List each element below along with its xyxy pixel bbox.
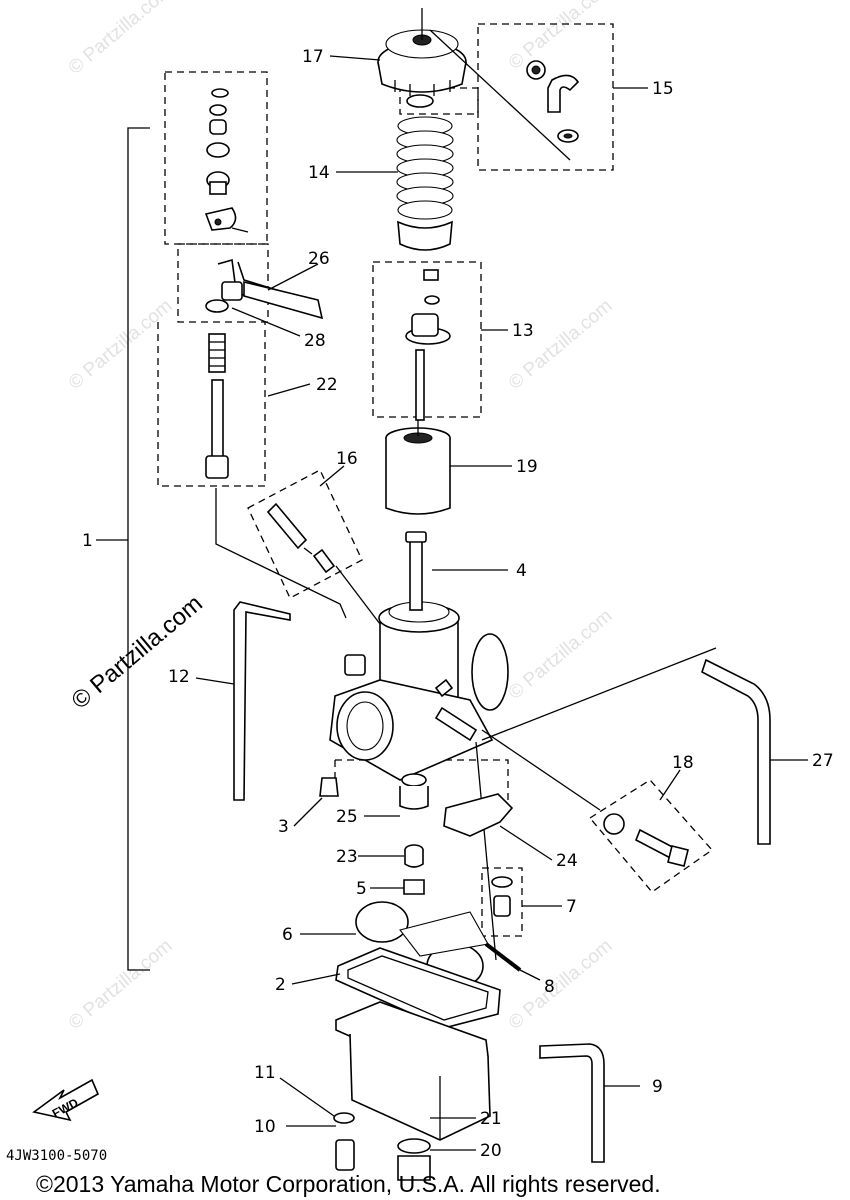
watermark: © Partzilla.com — [505, 935, 617, 1033]
group-box-7 — [481, 867, 523, 937]
callout-26: 26 — [308, 249, 330, 269]
vent-hose-left — [233, 601, 291, 801]
choke-lever — [205, 258, 324, 320]
callout-8: 8 — [544, 977, 555, 997]
forward-arrow-icon: FWD — [32, 1078, 100, 1122]
watermark: © Partzilla.com — [65, 295, 177, 393]
choke-plunger — [205, 333, 229, 479]
callout-24: 24 — [556, 851, 578, 871]
callout-13: 13 — [512, 321, 534, 341]
callout-9: 9 — [652, 1077, 663, 1097]
choke-plunger-parts — [204, 88, 249, 233]
watermark: © Partzilla.com — [505, 0, 617, 74]
copyright-notice: ©2013 Yamaha Motor Corporation, U.S.A. A… — [36, 1171, 661, 1197]
pilot-jet — [491, 876, 513, 917]
callout-22: 22 — [316, 375, 338, 395]
callout-14: 14 — [308, 163, 330, 183]
callout-10: 10 — [254, 1117, 276, 1137]
callout-5: 5 — [356, 879, 367, 899]
float-chamber-gasket — [335, 947, 501, 1029]
overflow-hose — [539, 1043, 605, 1163]
throttle-spring — [396, 116, 454, 251]
callout-25: 25 — [336, 807, 358, 827]
callout-1: 1 — [82, 531, 93, 551]
o-ring — [333, 1112, 355, 1124]
callout-3: 3 — [278, 817, 289, 837]
watermark: © Partzilla.com — [65, 935, 177, 1033]
plate — [443, 793, 514, 837]
throttle-valve — [385, 420, 451, 515]
gasket-small — [397, 1138, 431, 1154]
group-box-13 — [372, 261, 482, 418]
callout-20: 20 — [480, 1141, 502, 1161]
needle-assembly — [405, 269, 451, 421]
callout-11: 11 — [254, 1063, 276, 1083]
float-pin — [484, 942, 522, 972]
watermark: © Partzilla.com — [505, 295, 617, 393]
carburetor-cap — [377, 8, 467, 96]
group-box-15 — [477, 23, 614, 171]
needle-valve-seat — [399, 773, 429, 810]
callout-19: 19 — [516, 457, 538, 477]
carburetor-body — [329, 531, 509, 781]
watermark: © Partzilla.com — [65, 0, 177, 79]
drawing-code: 4JW3100-5070 — [6, 1148, 107, 1164]
group-box-16 — [247, 469, 363, 599]
callout-4: 4 — [516, 561, 527, 581]
float-chamber — [335, 1001, 491, 1141]
drain-screw — [335, 1139, 355, 1171]
watermark: © Partzilla.com — [505, 605, 617, 703]
callouts: 1 2 3 4 5 6 7 8 9 10 11 12 13 14 15 16 1… — [82, 47, 834, 1161]
callout-6: 6 — [282, 925, 293, 945]
main-jet — [403, 879, 425, 895]
callout-16: 16 — [336, 449, 358, 469]
drain-plug — [397, 1155, 431, 1181]
callout-2: 2 — [275, 975, 286, 995]
callout-21: 21 — [480, 1109, 502, 1129]
leader-lines — [96, 55, 808, 1151]
pilot-screw — [319, 777, 339, 797]
callout-12: 12 — [168, 667, 190, 687]
group-box-22 — [157, 322, 266, 487]
callout-17: 17 — [302, 47, 324, 67]
callout-27: 27 — [812, 751, 834, 771]
watermarks: © Partzilla.com © Partzilla.com © Partzi… — [65, 0, 617, 1034]
air-screw-set — [266, 502, 336, 574]
callout-7: 7 — [566, 897, 577, 917]
callout-18: 18 — [672, 753, 694, 773]
assembly-bracket — [118, 127, 150, 971]
vent-hose-right — [701, 658, 771, 845]
needle-jet — [404, 844, 424, 868]
callout-28: 28 — [304, 331, 326, 351]
idle-adjust-screw-set — [603, 813, 689, 867]
cable-adjuster-parts — [429, 29, 580, 161]
watermark: © Partzilla.com — [67, 590, 208, 715]
connection-lines — [215, 488, 717, 961]
group-box-18 — [589, 779, 713, 893]
washer — [406, 94, 434, 108]
callout-15: 15 — [652, 79, 674, 99]
callout-23: 23 — [336, 847, 358, 867]
